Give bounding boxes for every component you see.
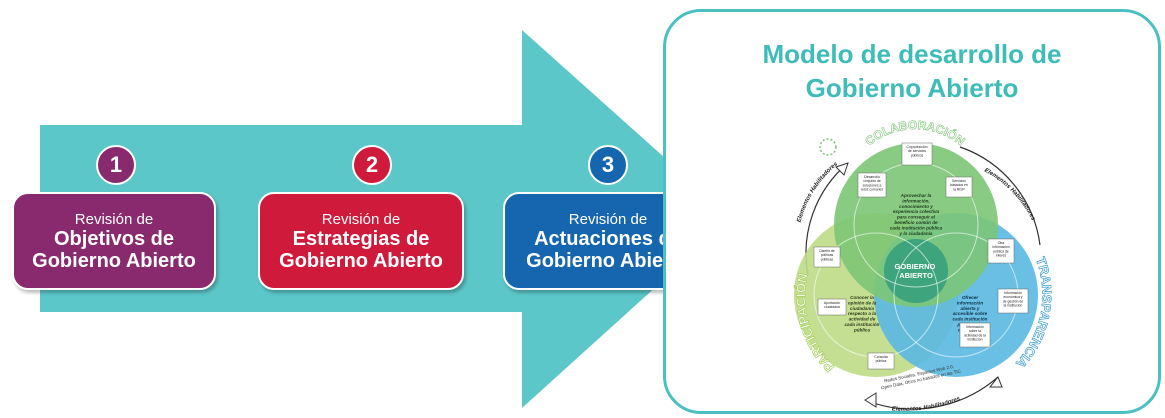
action-box-bg	[817, 298, 847, 316]
enablers-arc-right	[959, 146, 1041, 246]
panel-title: Modelo de desarrollo de Gobierno Abierto	[666, 37, 1158, 105]
panel-title-line1: Modelo de desarrollo de	[762, 39, 1062, 69]
action-box-bg	[901, 142, 933, 166]
step-number-2: 2	[352, 145, 392, 185]
step-title-line1: Estrategias de	[292, 227, 430, 250]
action-box-bg	[867, 352, 895, 370]
step-title-line2: Gobierno Abierto	[32, 249, 196, 272]
panel-title-line2: Gobierno Abierto	[805, 73, 1019, 103]
step-card-estrategias: Revisión de Estrategias de Gobierno Abie…	[258, 192, 464, 290]
step-title-line2: Gobierno Abierto	[279, 249, 443, 272]
step-title-line1: Objetivos de	[53, 227, 175, 250]
action-box-bg	[959, 322, 991, 348]
step-prefix: Revisión de	[321, 210, 401, 228]
enablers-label-left: Elementos Habilitadores	[797, 161, 840, 223]
arc-arrowhead	[864, 392, 877, 408]
action-box-bg	[945, 176, 973, 198]
step-number-3: 3	[588, 145, 628, 185]
step-title-line1: Actuaciones de	[534, 227, 682, 250]
action-box-bg	[997, 288, 1029, 314]
enablers-label-bottom: Elementos Habilitadores	[891, 396, 961, 413]
step-title-line2: Gobierno Abierto	[526, 249, 690, 272]
action-box-bg	[987, 238, 1015, 264]
open-government-model-diagram: COLABORACIÓN TRANSPARENCIA PARTICIPACIÓN…	[793, 118, 1055, 413]
action-box-bg	[857, 172, 887, 198]
enablers-arc-bottom	[864, 376, 999, 410]
dashed-marker-icon	[819, 138, 837, 156]
step-prefix: Revisión de	[74, 210, 154, 228]
arc-arrowhead	[988, 376, 1003, 388]
center-circle	[884, 239, 948, 303]
step-number-1: 1	[96, 145, 136, 185]
step-prefix: Revisión de	[568, 210, 648, 228]
center-label: GOBIERNO ABIERTO	[895, 262, 938, 280]
action-box-bg	[813, 246, 841, 268]
step-card-objetivos: Revisión de Objetivos de Gobierno Abiert…	[12, 192, 216, 290]
arc-arrowhead	[835, 162, 849, 176]
